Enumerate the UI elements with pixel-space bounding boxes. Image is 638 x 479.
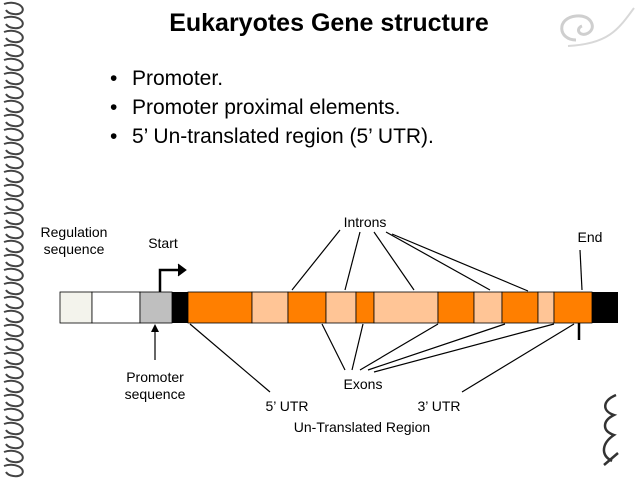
- intron-pointers: [291, 229, 583, 292]
- exon-segment: [501, 291, 539, 324]
- promoter-pointer: [151, 324, 159, 360]
- intron-segment: [473, 291, 503, 324]
- binding-coil: [3, 281, 24, 296]
- intron-segment: [373, 291, 439, 324]
- intron-segment: [325, 291, 357, 324]
- binding-coil: [3, 113, 24, 128]
- binding-coil: [3, 1, 24, 16]
- binding-coil: [3, 211, 24, 226]
- start-block: [172, 292, 188, 323]
- binding-coil: [3, 43, 24, 58]
- utr3-pointer: [461, 323, 575, 393]
- binding-coil: [3, 309, 24, 324]
- end-label: End: [577, 229, 603, 245]
- end-block: [592, 292, 618, 323]
- binding-coil: [3, 127, 24, 142]
- binding-coil: [3, 407, 24, 422]
- exon-segment: [287, 291, 327, 324]
- binding-coil: [3, 379, 24, 394]
- slide-title: Eukaryotes Gene structure: [169, 9, 489, 37]
- binding-coil: [3, 323, 24, 338]
- promoter-sequence-label: Promoter sequence: [124, 369, 186, 402]
- binding-coil: [3, 197, 24, 212]
- exon-pointers: [321, 323, 555, 373]
- exons-label: Exons: [343, 376, 383, 392]
- intron-segment: [537, 291, 555, 324]
- utr5-label: 5’ UTR: [265, 398, 309, 414]
- binding-coil: [3, 365, 24, 380]
- binding-coil: [3, 435, 24, 450]
- exon-segment: [355, 291, 375, 324]
- binding-coil: [3, 351, 24, 366]
- binding-coil: [3, 225, 24, 240]
- exon-segment: [437, 291, 475, 324]
- spiral-binding: [3, 1, 24, 478]
- utr3-label: 3’ UTR: [417, 398, 461, 414]
- regulation-sequence-label: Regulation sequence: [40, 224, 108, 257]
- start-label: Start: [148, 235, 178, 251]
- bullet-item: 5’ Un-translated region (5’ UTR).: [110, 122, 434, 151]
- binding-coil: [3, 71, 24, 86]
- utr3-exon-segment: [553, 291, 593, 324]
- binding-coil: [3, 449, 24, 464]
- bullet-list: Promoter. Promoter proximal elements. 5’…: [110, 64, 434, 151]
- binding-coil: [3, 99, 24, 114]
- corner-swirl-icon: [560, 7, 635, 47]
- utr5-exon-segment: [187, 291, 253, 324]
- binding-coil: [3, 29, 24, 44]
- corner-ornament-icon: [602, 393, 619, 466]
- binding-coil: [3, 239, 24, 254]
- bullet-item: Promoter proximal elements.: [110, 93, 434, 122]
- intron-segment: [251, 291, 289, 324]
- promoter-segment: [139, 291, 173, 324]
- binding-coil: [3, 295, 24, 310]
- untranslated-region-label: Un-Translated Region: [293, 419, 431, 435]
- start-arrow-icon: [158, 263, 187, 292]
- introns-label: Introns: [343, 214, 387, 230]
- binding-coil: [3, 169, 24, 184]
- binding-coil: [3, 15, 24, 30]
- binding-coil: [3, 155, 24, 170]
- binding-coil: [3, 393, 24, 408]
- binding-coil: [3, 267, 24, 282]
- regulation-segment: [59, 291, 93, 324]
- binding-coil: [3, 141, 24, 156]
- binding-coil: [3, 85, 24, 100]
- binding-coil: [3, 253, 24, 268]
- binding-coil: [3, 421, 24, 436]
- binding-coil: [3, 463, 24, 478]
- binding-coil: [3, 183, 24, 198]
- binding-coil: [3, 57, 24, 72]
- utr5-pointer: [189, 323, 271, 393]
- spacer-segment: [91, 291, 141, 324]
- binding-coil: [3, 337, 24, 352]
- bullet-item: Promoter.: [110, 64, 434, 93]
